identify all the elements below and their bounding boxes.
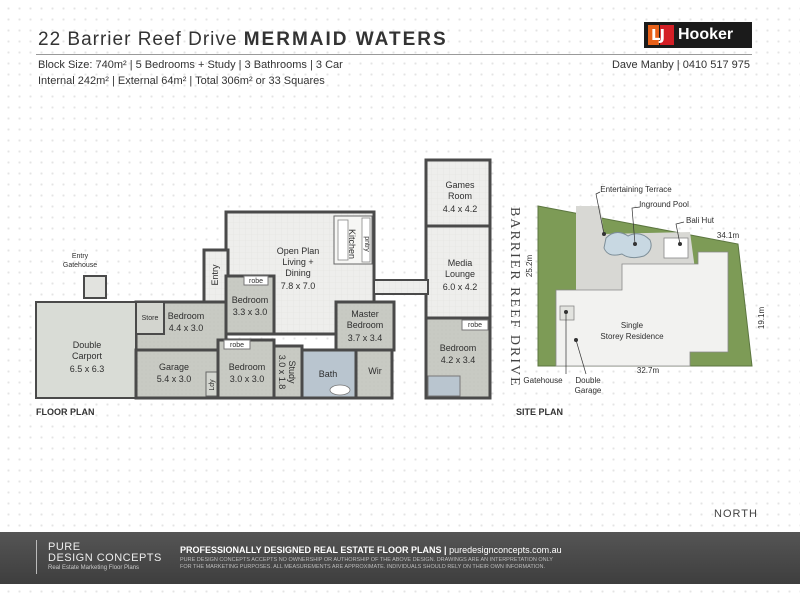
lj-hooker-logo: LJ Hooker — [644, 22, 752, 48]
logo-mark-text: LJ — [651, 26, 665, 44]
north-boundary-dimension: 34.1m — [717, 231, 740, 240]
south-boundary-dimension: 32.7m — [637, 366, 660, 375]
footer-brand-tagline: Real Estate Marketing Floor Plans — [48, 565, 140, 571]
store-area — [135, 301, 165, 335]
robe-east-label: robe — [468, 322, 482, 329]
robe-mid-label: robe — [249, 278, 263, 285]
master-bedroom-area — [334, 300, 396, 352]
header-divider — [36, 54, 752, 55]
garage-area — [134, 348, 220, 400]
kitchen-label: Kitchen — [347, 229, 357, 259]
inground-pool-label: Inground Pool — [639, 200, 689, 209]
laundry-label: Ldy — [209, 379, 216, 391]
property-title: 22 Barrier Reef Drive MERMAID WATERS — [38, 29, 448, 51]
logo-mark: LJ — [648, 25, 674, 45]
robe-south-label: robe — [230, 342, 244, 349]
north-label: NORTH — [714, 508, 758, 520]
west-boundary-dimension: 25.2m — [525, 255, 534, 278]
bathtub — [329, 384, 351, 396]
footer-bar — [0, 532, 800, 584]
footer-headline-text: PROFESSIONALLY DESIGNED REAL ESTATE FLOO… — [180, 545, 442, 555]
bedroom-east-area — [424, 316, 492, 400]
pantry-area — [361, 217, 371, 263]
footer-website-link[interactable]: puredesignconcepts.com.au — [449, 545, 562, 555]
bali-hut-label: Bali Hut — [686, 216, 715, 225]
street-name-label: BARRIER REEF DRIVE — [507, 207, 522, 388]
wir-area — [354, 348, 394, 400]
entry-gatehouse-area — [83, 275, 107, 299]
kitchen-island — [337, 219, 349, 261]
study-area — [272, 344, 304, 400]
robe-east — [461, 319, 489, 331]
footer-brand-line-1: PURE — [48, 541, 81, 553]
site-plan-label: SITE PLAN — [516, 407, 564, 417]
footer-disclaimer-line-2: FOR THE MARKETING PURPOSES. ALL MEASUREM… — [180, 564, 545, 570]
entertaining-terrace-label: Entertaining Terrace — [600, 185, 672, 194]
study-label: Study3.0 x 1.8 — [277, 355, 297, 390]
pantry-label: pntry — [363, 236, 370, 252]
east-boundary-dimension: 19.1m — [757, 307, 766, 330]
wir-label: Wir — [368, 366, 382, 376]
gatehouse-label: Gatehouse — [523, 376, 563, 385]
ensuite-east — [427, 375, 461, 397]
site-pool — [603, 232, 652, 259]
store-label: Store — [142, 315, 159, 322]
entry-label: Entry — [210, 264, 220, 286]
bath-label: Bath — [319, 369, 338, 379]
footer-brand-line-2: DESIGN CONCEPTS — [48, 552, 162, 564]
logo-name: Hooker — [678, 26, 734, 43]
site-plan: Entertaining Terrace Inground Pool Bali … — [507, 185, 766, 395]
double-carport-area — [35, 301, 137, 399]
site-bali-hut — [663, 237, 689, 259]
footer-disclaimer-line-1: PURE DESIGN CONCEPTS ACCEPTS NO OWNERSHI… — [180, 557, 553, 563]
agent-contact: Dave Manby | 0410 517 975 — [611, 59, 750, 71]
robe-south — [223, 339, 251, 350]
property-address: 22 Barrier Reef Drive — [38, 29, 238, 50]
footer-brand-frame — [36, 540, 166, 574]
property-specs-line-2: Internal 242m² | External 64m² | Total 3… — [38, 75, 325, 87]
floor-plan-label: FLOOR PLAN — [36, 407, 95, 417]
property-suburb: MERMAID WATERS — [243, 29, 448, 50]
footer-disclaimer: PURE DESIGN CONCEPTS ACCEPTS NO OWNERSHI… — [180, 557, 553, 571]
robe-mid — [243, 275, 269, 286]
site-residence — [555, 251, 729, 367]
footer-headline: PROFESSIONALLY DESIGNED REAL ESTATE FLOO… — [180, 545, 562, 555]
property-specs-line-1: Block Size: 740m² | 5 Bedrooms + Study |… — [38, 59, 343, 71]
hallway — [373, 279, 429, 295]
